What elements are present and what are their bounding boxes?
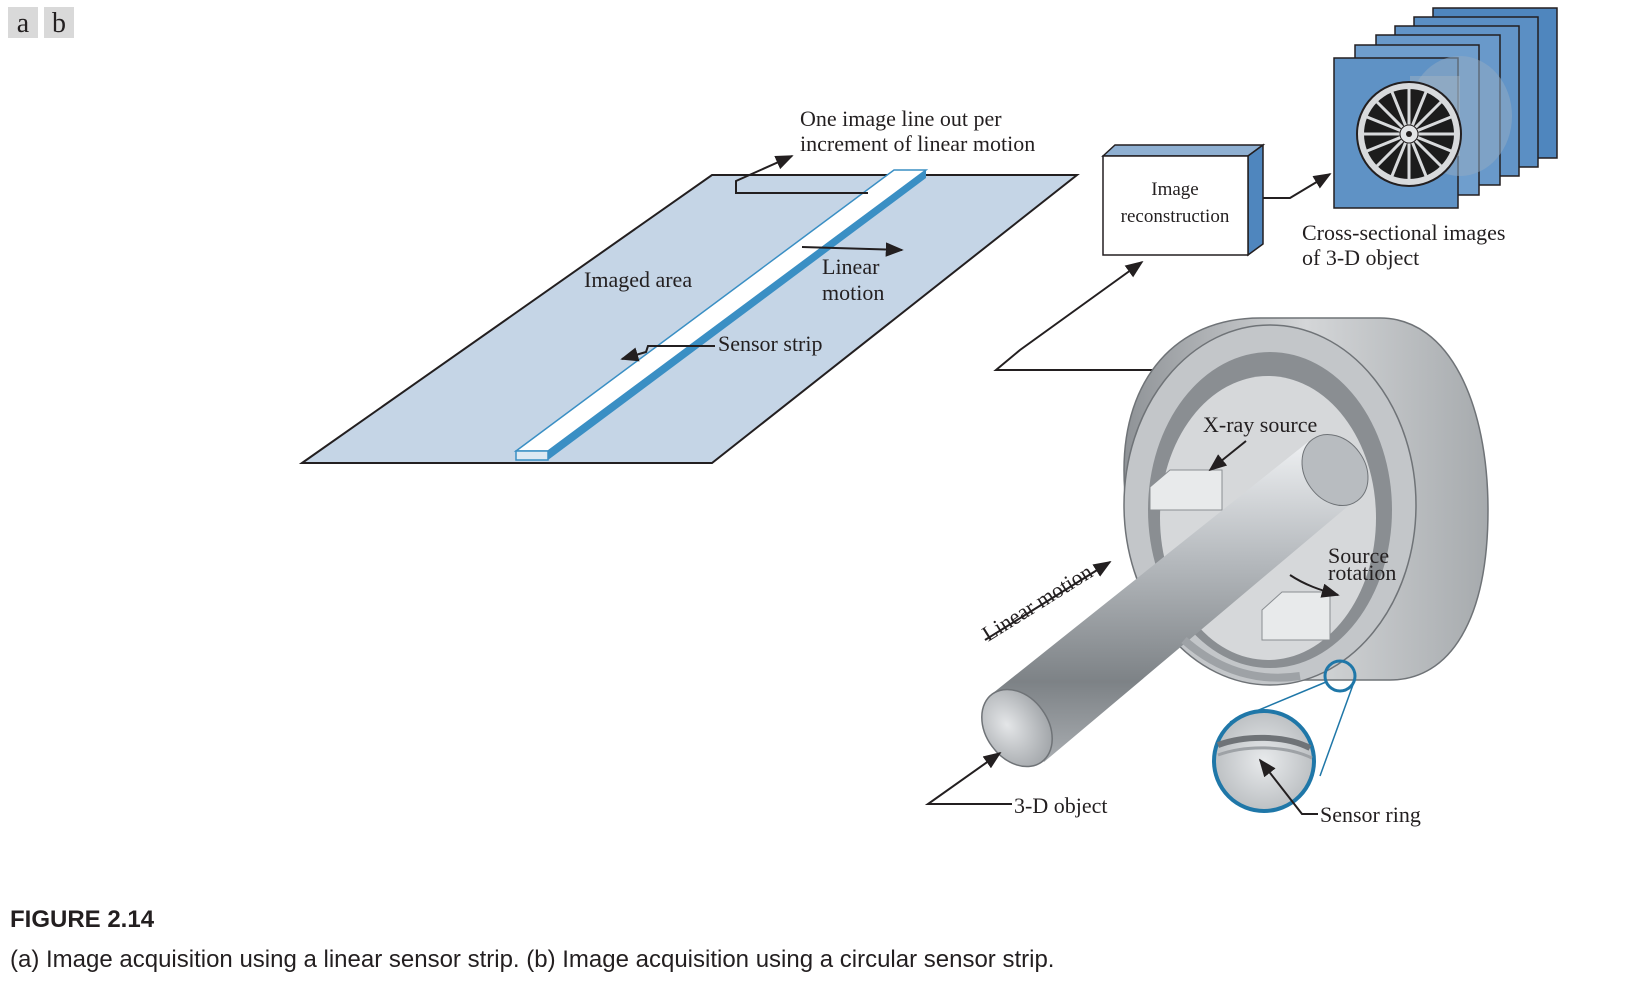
reconstruction-label: Image (1151, 179, 1198, 200)
source-rotation-label: Source (1328, 543, 1389, 568)
reconstruction-label-2: reconstruction (1121, 206, 1230, 227)
reconstruction-to-slices-arrow (1263, 173, 1332, 199)
linear-motion-arrow (801, 242, 904, 257)
object-3d-cylinder (981, 434, 1369, 768)
imaged-area-label: Imaged area (584, 267, 692, 292)
ring-to-reconstruction-arrow (993, 260, 1166, 371)
panel-tag-b: b (44, 7, 74, 39)
sensor-ring-label: Sensor ring (1320, 802, 1421, 827)
object-3d-arrow (924, 751, 1012, 805)
source-rotation-label-2: rotation (1328, 560, 1396, 585)
object-3d-label: 3-D object (1014, 793, 1107, 818)
source-rotation-arrow (1289, 574, 1340, 598)
panel-tag-a: a (8, 7, 38, 39)
reconstruction-box: Image reconstruction (1101, 143, 1266, 257)
image-line-out-arrow (735, 155, 868, 194)
figure-caption: (a) Image acquisition using a linear sen… (10, 946, 1055, 973)
panel-a: One image line out per increment of line… (298, 106, 1080, 464)
image-line-label: One image line out per (800, 106, 1002, 131)
sensor-strip-label: Sensor strip (718, 331, 823, 356)
figure-caption-block: FIGURE 2.14 (a) Image acquisition using … (10, 905, 1630, 975)
sensor-ring-arrow (1258, 758, 1318, 815)
sensor-strip-arrow (620, 345, 715, 362)
svg-text:a: a (17, 8, 30, 39)
imaged-area-plate (298, 174, 1080, 464)
linear-motion-label-2: motion (822, 280, 884, 305)
image-line-label-2: increment of linear motion (800, 131, 1035, 156)
cross-sections-label: Cross-sectional images (1302, 220, 1505, 245)
xray-source-arrow (1208, 440, 1247, 472)
cross-section-stack (1333, 7, 1558, 209)
sensor-strip (513, 169, 929, 461)
svg-text:b: b (52, 8, 66, 39)
cross-sections-label-2: of 3-D object (1302, 245, 1419, 270)
linear-motion-label: Linear (822, 254, 880, 279)
cylinder-linear-motion-arrow (984, 561, 1112, 641)
xray-source-label: X-ray source (1203, 412, 1317, 437)
figure-number: FIGURE 2.14 (10, 906, 155, 933)
